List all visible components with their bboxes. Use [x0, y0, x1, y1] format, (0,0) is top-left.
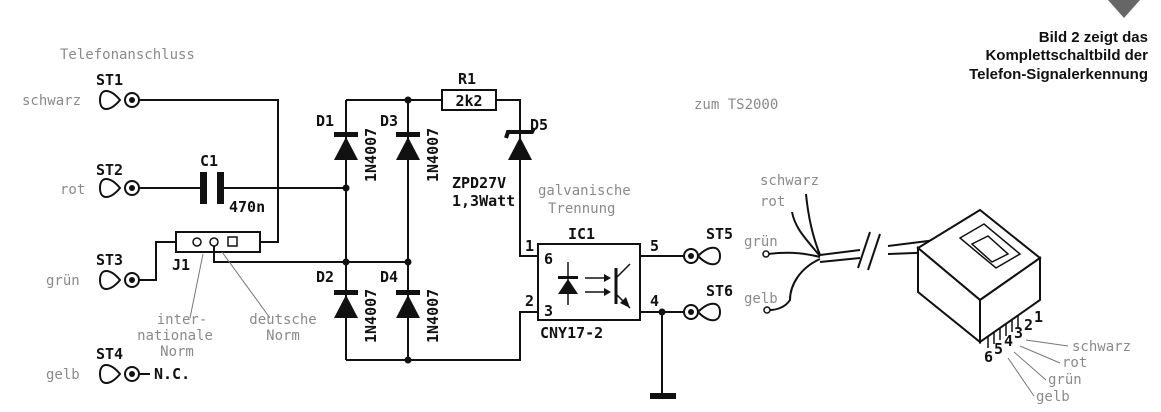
optocoupler-ic1: galvanische Trennung IC1 6 3 CNY17-2: [537, 183, 641, 342]
cable-wire-gruen: grün: [744, 234, 778, 250]
st5-label: ST5: [706, 225, 733, 243]
plug-pin-2: 2: [1024, 316, 1033, 334]
ic1-type: CNY17-2: [540, 324, 603, 342]
ic1-ref: IC1: [568, 225, 595, 243]
d5-type: ZPD27V: [452, 174, 506, 192]
plug-pin-1: 1: [1034, 308, 1043, 326]
r1-value: 2k2: [455, 92, 482, 110]
resistor-r1: 2k2 R1: [441, 70, 497, 111]
terminal-st6: ST6: [683, 282, 733, 322]
diode-d3: D3 1N4007: [380, 112, 442, 182]
cable-wire-rot: rot: [760, 194, 785, 210]
zener-diode-d5: D5 ZPD27V 1,3Watt: [452, 116, 548, 210]
d4-type: 1N4007: [424, 289, 442, 343]
capacitor-c1: C1 470n: [200, 152, 265, 216]
terminal-st2: ST2 rot: [60, 161, 140, 198]
plug-label-gruen: grün: [1048, 372, 1082, 388]
ic1-pin3-label: 3: [544, 302, 553, 320]
ic1-pin5-label: 5: [650, 237, 659, 255]
st4-nc-label: N.C.: [154, 365, 190, 383]
diode-d2: D2 1N4007: [316, 268, 380, 343]
j1-ref: J1: [172, 256, 190, 274]
st1-wire-label: schwarz: [22, 93, 81, 109]
c1-ref: C1: [200, 152, 218, 170]
rj11-plug: [916, 208, 1042, 348]
ground-symbol: [650, 393, 676, 399]
de-norm-line-2: Norm: [266, 328, 300, 344]
intl-norm-line-3: Norm: [160, 344, 194, 360]
section-title-telefonanschluss: Telefonanschluss: [60, 47, 195, 63]
isolation-label-1: galvanische: [538, 183, 631, 199]
ic1-pin1-label: 1: [525, 237, 534, 255]
plug-pin-4: 4: [1004, 332, 1013, 350]
st3-wire-label: grün: [46, 273, 80, 289]
d1-ref: D1: [316, 112, 334, 130]
plug-label-gelb: gelb: [1036, 389, 1070, 405]
ic1-pin4-label: 4: [650, 292, 659, 310]
diode-d4: D4 1N4007: [380, 268, 442, 343]
st3-label: ST3: [96, 251, 123, 269]
st4-wire-label: gelb: [46, 367, 80, 383]
diode-d1: D1 1N4007: [316, 112, 380, 182]
plug-pin-6: 6: [984, 348, 993, 366]
plug-label-rot: rot: [1062, 355, 1087, 371]
st2-label: ST2: [96, 161, 123, 179]
st1-label: ST1: [96, 71, 123, 89]
terminal-st1: ST1 schwarz: [22, 71, 140, 110]
d2-type: 1N4007: [362, 289, 380, 343]
terminal-st5: ST5: [683, 225, 733, 266]
d3-type: 1N4007: [424, 128, 442, 182]
d5-power: 1,3Watt: [452, 192, 515, 210]
jumper-j1: J1: [172, 231, 261, 274]
de-norm-line-1: deutsche: [249, 312, 316, 328]
ic1-pin2-label: 2: [525, 292, 534, 310]
caption-line-1: Bild 2 zeigt das: [1039, 29, 1148, 46]
section-title-ts2000: zum TS2000: [694, 97, 778, 113]
corner-ornament: [1108, 0, 1140, 18]
c1-value: 470n: [229, 198, 265, 216]
d4-ref: D4: [380, 268, 398, 286]
cable-wire-gelb: gelb: [744, 291, 778, 307]
plug-label-schwarz: schwarz: [1072, 339, 1131, 355]
terminal-st4: ST4 gelb N.C.: [46, 345, 190, 384]
d1-type: 1N4007: [362, 128, 380, 182]
st2-wire-label: rot: [60, 182, 85, 198]
st6-label: ST6: [706, 282, 733, 300]
isolation-label-2: Trennung: [548, 201, 615, 217]
ic1-pin6-label: 6: [544, 250, 553, 268]
caption-line-2: Komplettschaltbild der: [985, 47, 1148, 64]
st4-label: ST4: [96, 345, 123, 363]
d3-ref: D3: [380, 112, 398, 130]
plug-pin-3: 3: [1014, 324, 1023, 342]
d2-ref: D2: [316, 268, 334, 286]
telephone-cable: schwarz rot grün gelb: [744, 173, 941, 314]
r1-ref: R1: [458, 70, 476, 88]
intl-norm-line-1: inter-: [157, 312, 208, 328]
plug-pin-5: 5: [994, 340, 1003, 358]
d5-ref: D5: [530, 116, 548, 134]
cable-wire-schwarz: schwarz: [760, 173, 819, 189]
intl-norm-line-2: nationale: [137, 328, 213, 344]
terminal-st3: ST3 grün: [46, 251, 140, 290]
caption-line-3: Telefon-Signalerkennung: [969, 66, 1148, 83]
